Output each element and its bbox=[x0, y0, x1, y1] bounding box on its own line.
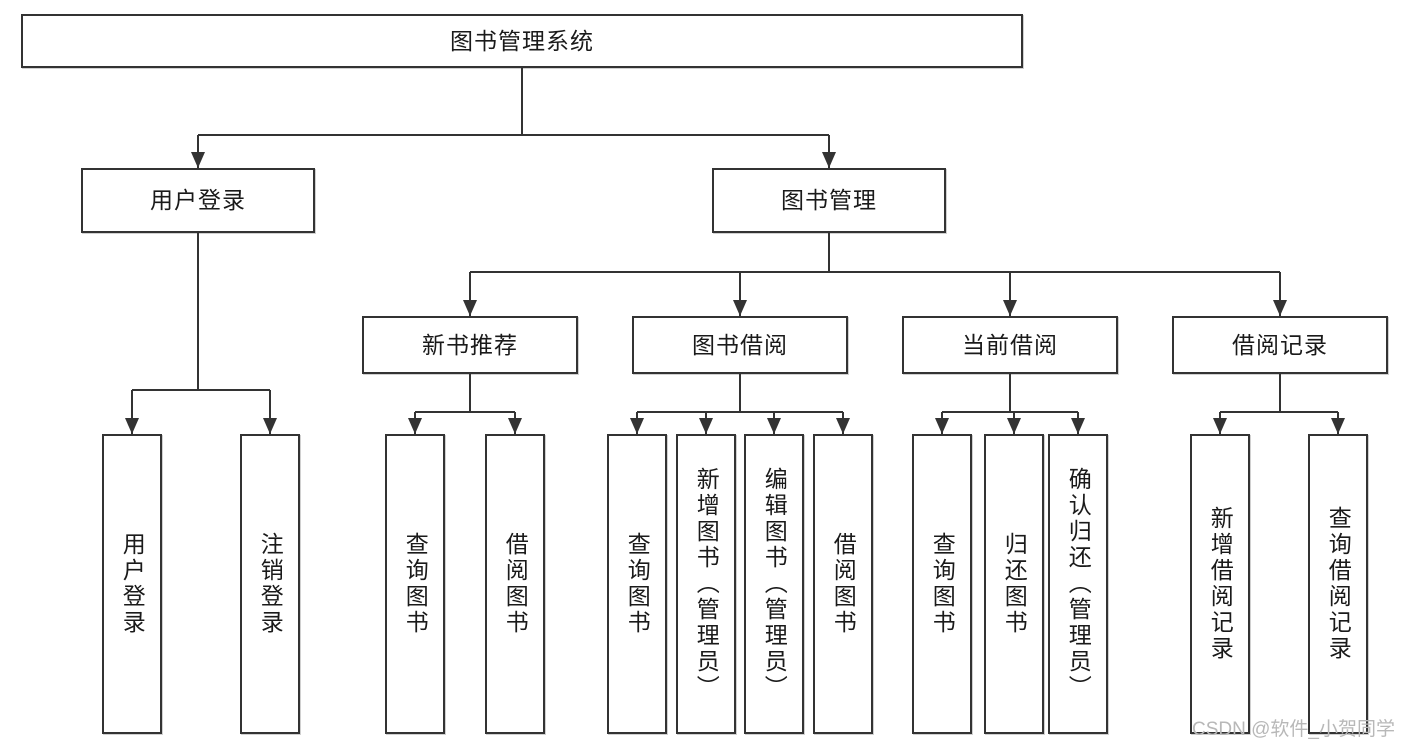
connector-to-user-login bbox=[197, 135, 199, 168]
node-leaf-return-book: 归还图书 bbox=[984, 434, 1044, 734]
node-label-leaf-add-book: 新增图书（管理员） bbox=[693, 467, 720, 701]
node-leaf-edit-book: 编辑图书（管理员） bbox=[744, 434, 804, 734]
arrowhead-to-leaf-confirm-return bbox=[1071, 418, 1085, 434]
connector-root-stem bbox=[521, 68, 523, 135]
node-leaf-add-book: 新增图书（管理员） bbox=[676, 434, 736, 734]
node-leaf-query-book-1: 查询图书 bbox=[385, 434, 445, 734]
connector-new-book-recommend-stem bbox=[469, 374, 471, 412]
node-label-new-book-recommend: 新书推荐 bbox=[422, 331, 518, 358]
arrowhead-to-leaf-borrow-book-2 bbox=[836, 418, 850, 434]
node-leaf-user-login: 用户登录 bbox=[102, 434, 162, 734]
arrowhead-to-user-login bbox=[191, 152, 205, 168]
connector-root-bus bbox=[198, 134, 829, 136]
arrowhead-to-borrow-record bbox=[1273, 300, 1287, 316]
connector-to-leaf-user-login bbox=[131, 390, 133, 434]
connector-book-manage-stem bbox=[828, 233, 830, 272]
node-book-borrow: 图书借阅 bbox=[632, 316, 848, 374]
node-user-login: 用户登录 bbox=[81, 168, 315, 233]
node-label-leaf-logout: 注销登录 bbox=[257, 532, 284, 636]
node-label-leaf-user-login: 用户登录 bbox=[119, 532, 146, 636]
node-label-leaf-return-book: 归还图书 bbox=[1001, 532, 1028, 636]
node-leaf-borrow-book-2: 借阅图书 bbox=[813, 434, 873, 734]
arrowhead-to-leaf-query-book-1 bbox=[408, 418, 422, 434]
node-label-root: 图书管理系统 bbox=[450, 27, 594, 54]
arrowhead-to-leaf-query-record bbox=[1331, 418, 1345, 434]
connector-to-book-borrow bbox=[739, 272, 741, 316]
node-label-book-manage: 图书管理 bbox=[781, 187, 877, 214]
arrowhead-to-leaf-logout bbox=[263, 418, 277, 434]
node-label-user-login: 用户登录 bbox=[150, 187, 246, 214]
connector-borrow-record-stem bbox=[1279, 374, 1281, 412]
connector-to-current-borrow bbox=[1009, 272, 1011, 316]
node-label-current-borrow: 当前借阅 bbox=[962, 331, 1058, 358]
connector-current-borrow-stem bbox=[1009, 374, 1011, 412]
node-label-book-borrow: 图书借阅 bbox=[692, 331, 788, 358]
arrowhead-to-current-borrow bbox=[1003, 300, 1017, 316]
node-label-leaf-edit-book: 编辑图书（管理员） bbox=[761, 467, 788, 701]
connector-current-borrow-bus bbox=[942, 411, 1078, 413]
node-leaf-query-record: 查询借阅记录 bbox=[1308, 434, 1368, 734]
arrowhead-to-new-book-recommend bbox=[463, 300, 477, 316]
node-leaf-logout: 注销登录 bbox=[240, 434, 300, 734]
node-leaf-query-book-3: 查询图书 bbox=[912, 434, 972, 734]
arrowhead-to-leaf-user-login bbox=[125, 418, 139, 434]
node-root: 图书管理系统 bbox=[21, 14, 1023, 68]
node-borrow-record: 借阅记录 bbox=[1172, 316, 1388, 374]
connector-user-login-stem bbox=[197, 233, 199, 390]
csdn-watermark: CSDN @软件_小贺同学 bbox=[1192, 719, 1395, 740]
node-label-leaf-add-record: 新增借阅记录 bbox=[1207, 506, 1234, 662]
connector-to-new-book-recommend bbox=[469, 272, 471, 316]
arrowhead-to-leaf-query-book-3 bbox=[935, 418, 949, 434]
node-new-book-recommend: 新书推荐 bbox=[362, 316, 578, 374]
arrowhead-to-leaf-borrow-book-1 bbox=[508, 418, 522, 434]
node-label-leaf-query-book-2: 查询图书 bbox=[624, 532, 651, 636]
node-book-manage: 图书管理 bbox=[712, 168, 946, 233]
connector-book-borrow-stem bbox=[739, 374, 741, 412]
connector-book-manage-bus bbox=[470, 271, 1280, 273]
node-label-leaf-borrow-book-2: 借阅图书 bbox=[830, 532, 857, 636]
node-label-leaf-query-book-1: 查询图书 bbox=[402, 532, 429, 636]
connector-to-leaf-logout bbox=[269, 390, 271, 434]
arrowhead-to-book-borrow bbox=[733, 300, 747, 316]
connector-book-borrow-bus bbox=[637, 411, 843, 413]
arrowhead-to-leaf-edit-book bbox=[767, 418, 781, 434]
node-leaf-query-book-2: 查询图书 bbox=[607, 434, 667, 734]
node-leaf-confirm-return: 确认归还（管理员） bbox=[1048, 434, 1108, 734]
node-label-borrow-record: 借阅记录 bbox=[1232, 331, 1328, 358]
node-current-borrow: 当前借阅 bbox=[902, 316, 1118, 374]
node-label-leaf-borrow-book-1: 借阅图书 bbox=[502, 532, 529, 636]
arrowhead-to-leaf-add-record bbox=[1213, 418, 1227, 434]
connector-new-book-recommend-bus bbox=[415, 411, 515, 413]
node-leaf-add-record: 新增借阅记录 bbox=[1190, 434, 1250, 734]
node-label-leaf-query-record: 查询借阅记录 bbox=[1325, 506, 1352, 662]
node-label-leaf-query-book-3: 查询图书 bbox=[929, 532, 956, 636]
connector-to-book-manage bbox=[828, 135, 830, 168]
arrowhead-to-leaf-query-book-2 bbox=[630, 418, 644, 434]
connector-to-borrow-record bbox=[1279, 272, 1281, 316]
connector-user-login-bus bbox=[132, 389, 270, 391]
node-label-leaf-confirm-return: 确认归还（管理员） bbox=[1065, 467, 1092, 701]
node-leaf-borrow-book-1: 借阅图书 bbox=[485, 434, 545, 734]
arrowhead-to-leaf-return-book bbox=[1007, 418, 1021, 434]
arrowhead-to-leaf-add-book bbox=[699, 418, 713, 434]
arrowhead-to-book-manage bbox=[822, 152, 836, 168]
connector-borrow-record-bus bbox=[1220, 411, 1338, 413]
